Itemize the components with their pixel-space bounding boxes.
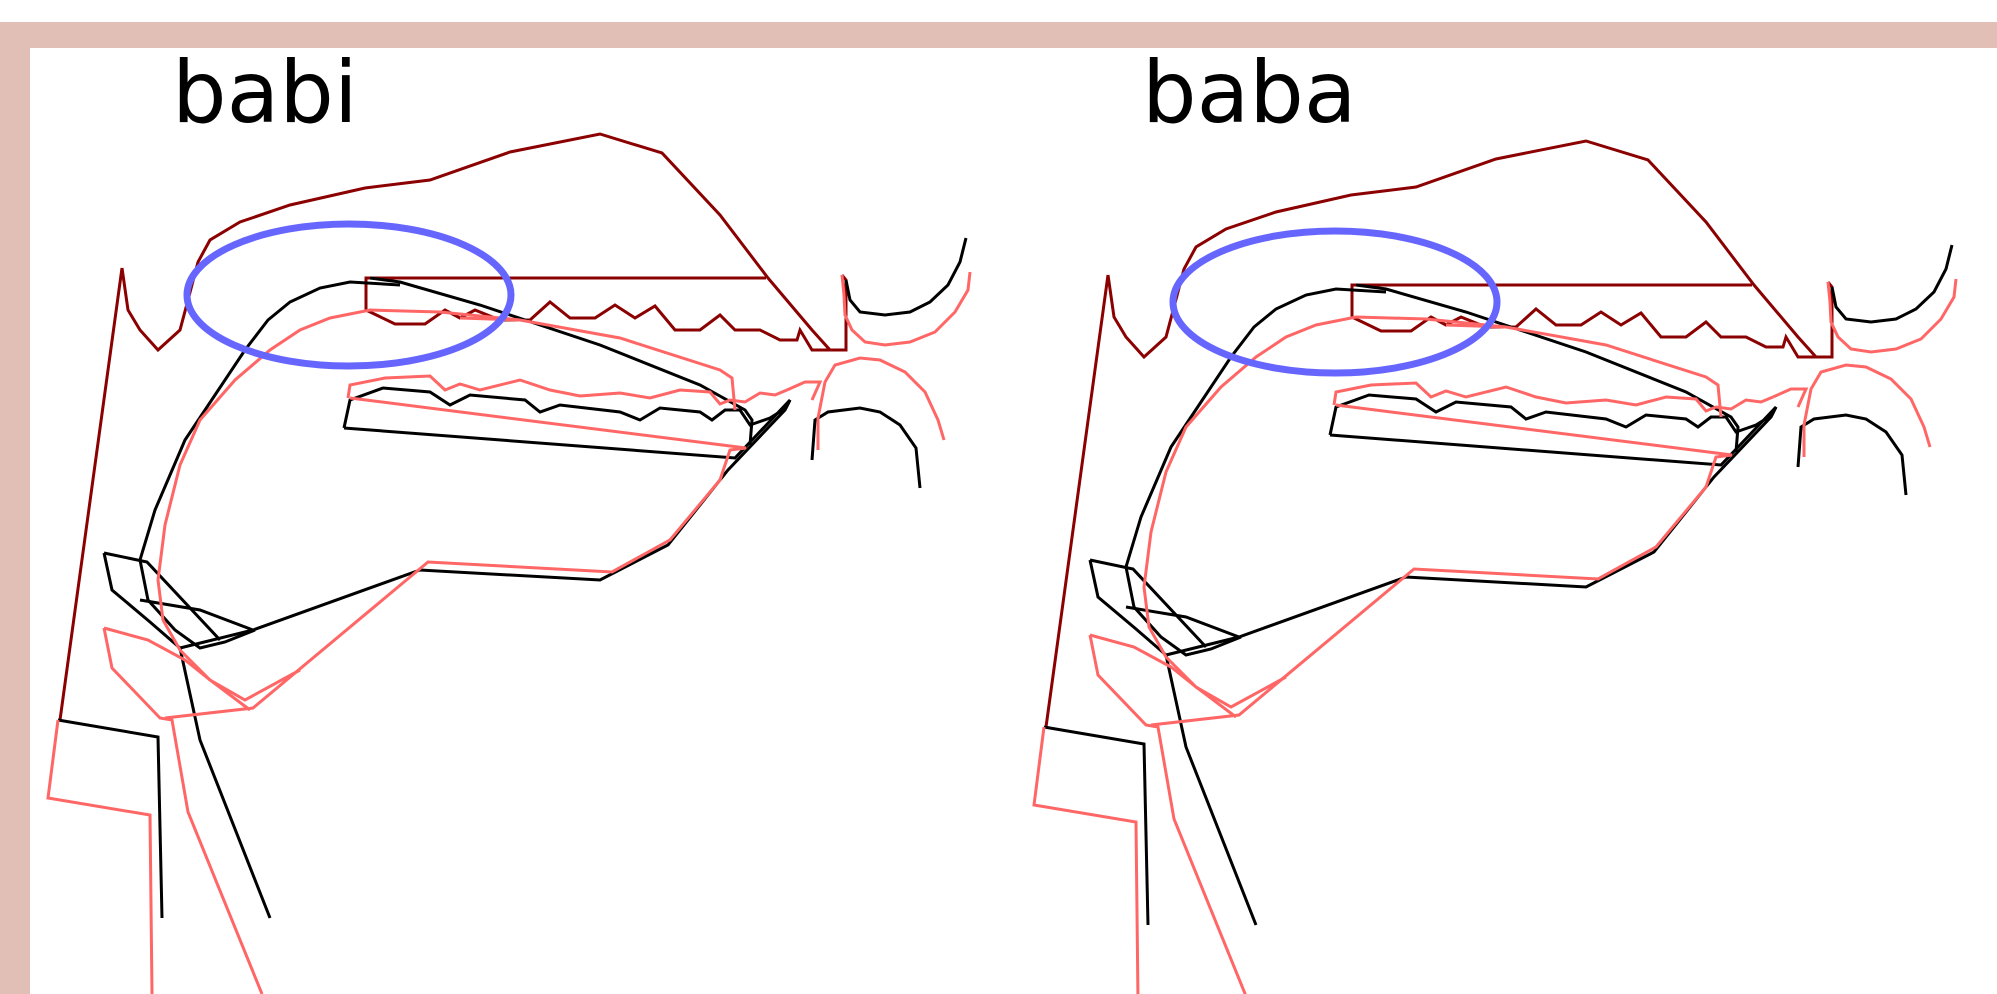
articulation-panel-baba <box>1034 141 1956 994</box>
articulation-panel-babi <box>48 134 970 994</box>
